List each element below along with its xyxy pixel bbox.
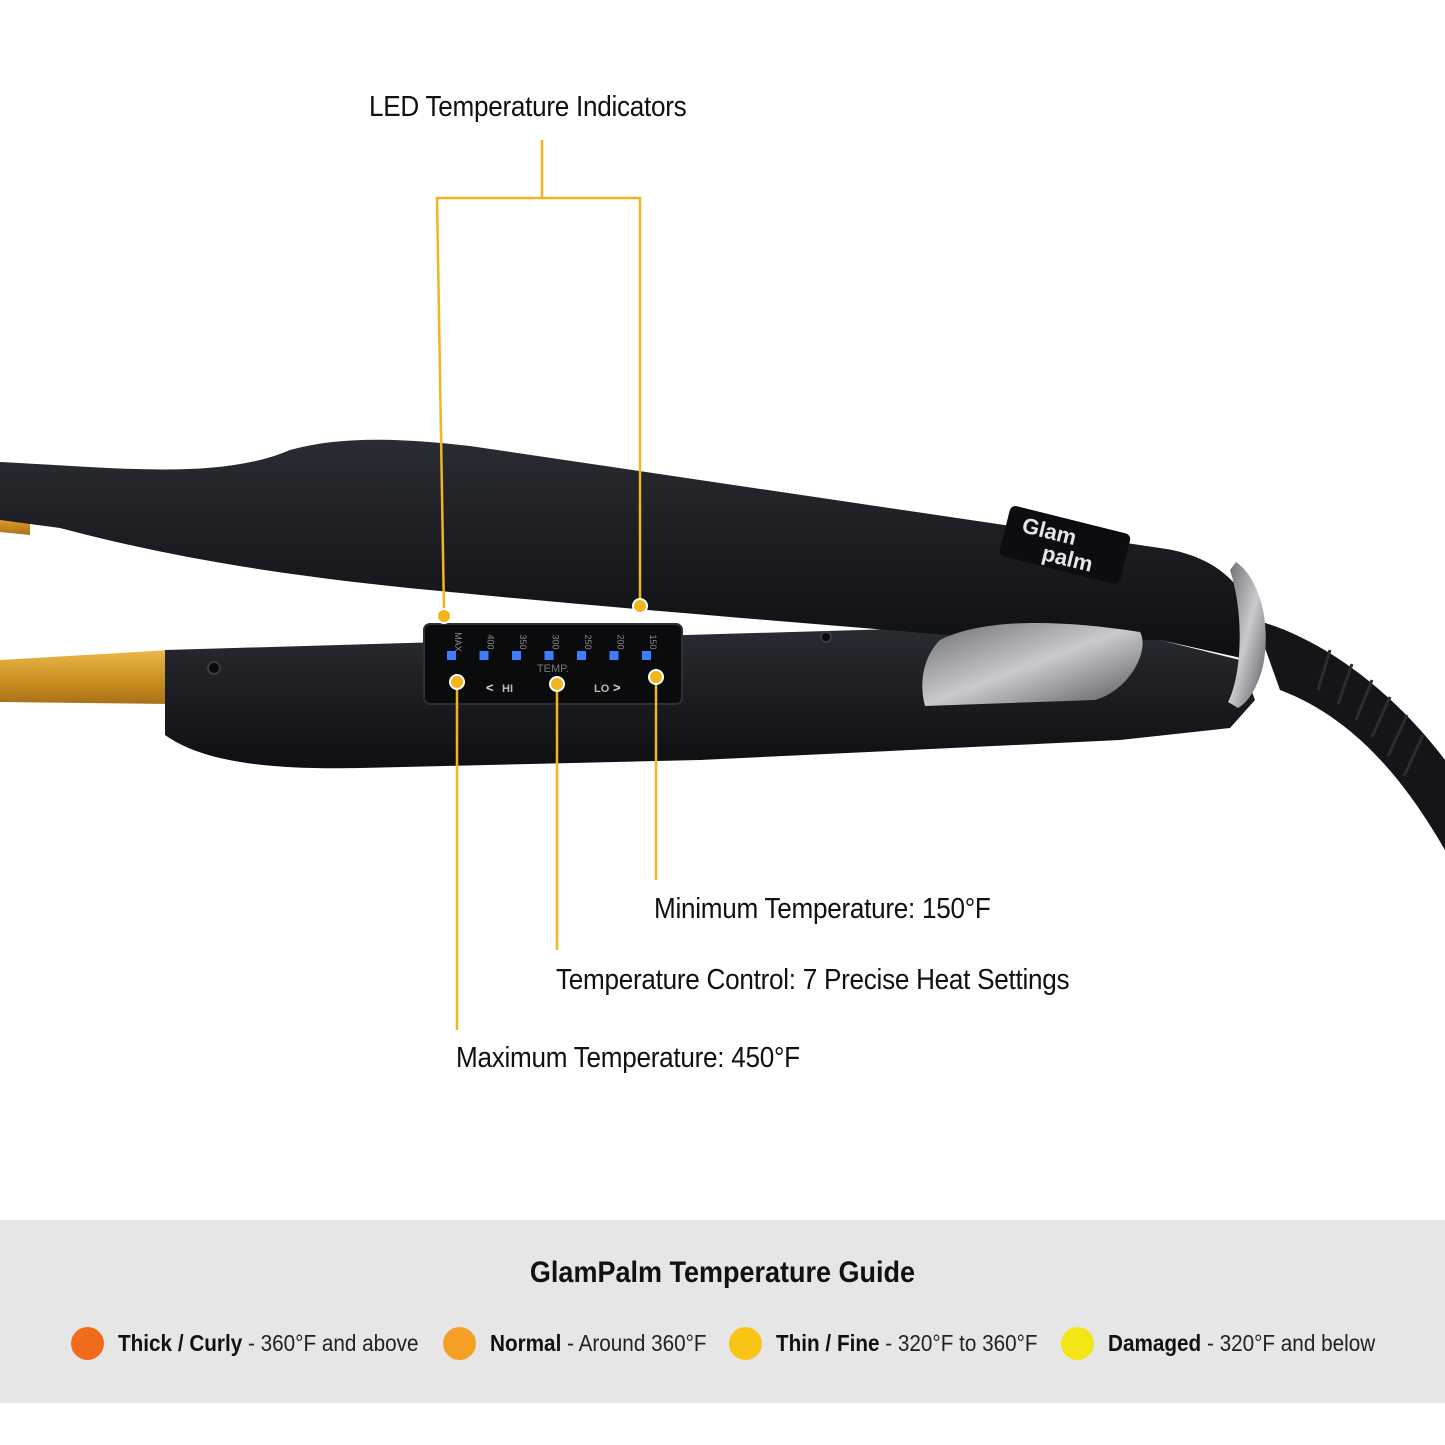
guide-item-thin-fine: Thin / Fine - 320°F to 360°F (729, 1326, 1067, 1360)
guide-item-label: Thick / Curly (118, 1329, 243, 1356)
panel-temp-label: TEMP. (537, 663, 569, 675)
maximum-temperature-callout: Maximum Temperature: 450°F (456, 1042, 800, 1074)
guide-item-detail: - 360°F and above (242, 1329, 419, 1356)
callout-dot (436, 608, 452, 624)
guide-item-label: Thin / Fine (776, 1329, 880, 1356)
led-indicator (447, 651, 456, 660)
scale-label: 250 (583, 634, 593, 649)
screw (820, 631, 832, 643)
guide-item-thick-curly: Thick / Curly - 360°F and above (71, 1326, 452, 1360)
led-indicator (609, 651, 619, 660)
orange-dot-icon (71, 1326, 104, 1360)
led-bracket-line (435, 140, 544, 613)
temp-down-button[interactable]: > (613, 680, 621, 695)
guide-item-detail: - 320°F to 360°F (879, 1329, 1038, 1356)
guide-item-damaged: Damaged - 320°F and below (1061, 1326, 1405, 1360)
led-indicator (642, 651, 651, 660)
callout-dot (549, 676, 565, 692)
temperature-control-panel: MAX 400 350 300 250 200 150 TEMP. < HI LO > (423, 623, 683, 705)
temperature-guide-panel: GlamPalm Temperature Guide Thick / Curly… (0, 1220, 1445, 1403)
yellow-dot-icon (1061, 1326, 1094, 1360)
scale-label: MAX (453, 632, 463, 652)
scale-label: 400 (486, 634, 496, 649)
led-bracket-line (542, 196, 642, 603)
led-indicator (544, 651, 554, 660)
scale-label: 200 (616, 634, 626, 649)
led-indicator (512, 651, 521, 660)
guide-item-label: Normal (490, 1329, 562, 1356)
scale-label: 350 (518, 634, 528, 649)
guide-item-detail: - Around 360°F (561, 1329, 707, 1356)
scale-label: 150 (648, 634, 658, 649)
gold-plate (0, 650, 172, 704)
minimum-temperature-callout: Minimum Temperature: 150°F (654, 893, 991, 925)
panel-hi-label: HI (502, 683, 513, 695)
callout-dot (648, 669, 664, 685)
callout-dots (436, 598, 664, 692)
amber-dot-icon (443, 1326, 476, 1360)
temp-up-button[interactable]: < (486, 680, 494, 695)
callout-dot (449, 674, 465, 690)
scale-label: 300 (551, 634, 561, 649)
yellow-orange-dot-icon (729, 1326, 762, 1360)
guide-item-label: Damaged (1108, 1329, 1202, 1356)
callout-lines (435, 140, 658, 1030)
led-indicator (577, 651, 586, 660)
hinge-collar (1228, 562, 1266, 708)
panel-lo-label: LO (594, 683, 610, 695)
screw (207, 661, 221, 675)
chrome-lever (922, 622, 1143, 706)
upper-arm (0, 439, 1255, 660)
temperature-control-callout: Temperature Control: 7 Precise Heat Sett… (556, 964, 1070, 996)
callout-dot (632, 598, 648, 614)
led-indicators-callout: LED Temperature Indicators (369, 91, 687, 123)
power-cord (1255, 620, 1445, 850)
guide-item-normal: Normal - Around 360°F (443, 1326, 731, 1360)
led-indicator (479, 651, 489, 660)
guide-item-detail: - 320°F and below (1201, 1329, 1376, 1356)
guide-title: GlamPalm Temperature Guide (529, 1256, 916, 1289)
